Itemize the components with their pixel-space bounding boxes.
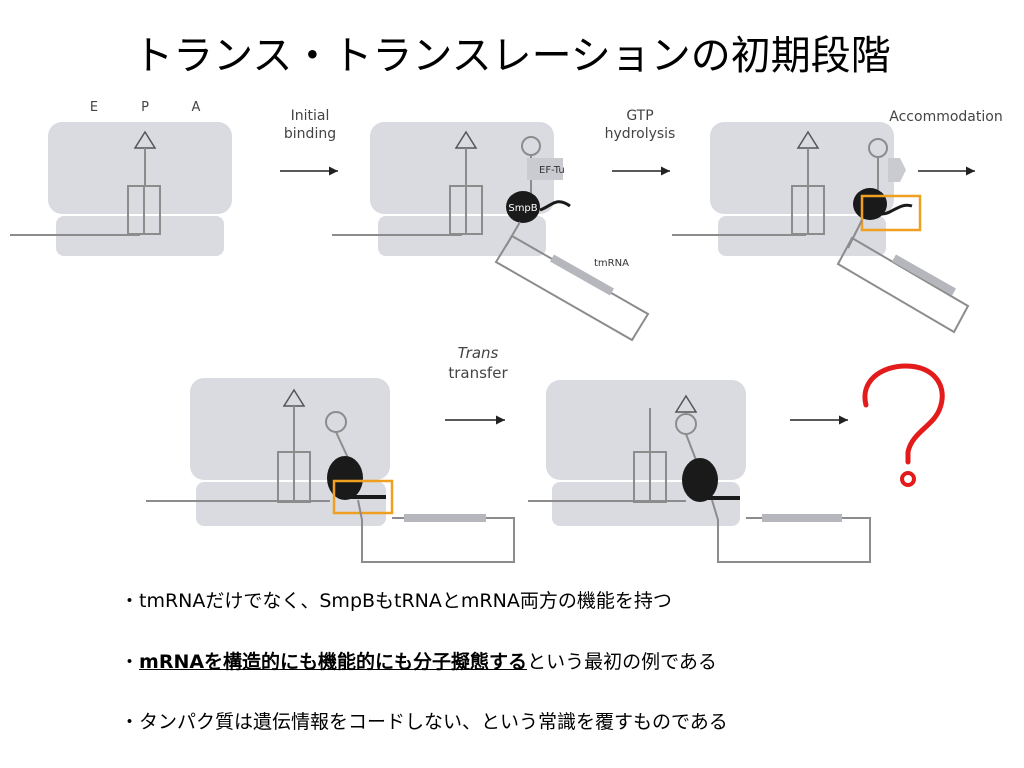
large-subunit bbox=[546, 380, 746, 480]
step-label-gtp: GTP bbox=[626, 108, 653, 124]
step-label-binding: binding bbox=[284, 126, 336, 142]
ribosome-panel-2: EF-Tu SmpB tmRNA bbox=[332, 122, 650, 342]
step-label-accommodation: Accommodation bbox=[889, 109, 1002, 125]
bullet-marker: ・ bbox=[120, 651, 140, 673]
ribosome-panel-5 bbox=[528, 380, 871, 563]
step-label-hydrolysis: hydrolysis bbox=[605, 126, 676, 142]
ef-tu-release-shape bbox=[888, 158, 906, 182]
tmrna-label: tmRNA bbox=[594, 258, 629, 269]
step-initial-binding: Initial binding bbox=[280, 108, 338, 176]
slide-title: トランス・トランスレーションの初期段階 bbox=[133, 33, 891, 79]
large-subunit bbox=[710, 122, 894, 214]
smpb-protein bbox=[682, 458, 718, 502]
large-subunit bbox=[190, 378, 390, 480]
smpb-protein bbox=[327, 456, 363, 500]
smpb-tail bbox=[539, 200, 571, 212]
ribosome-panel-1: E P A bbox=[10, 100, 232, 256]
bullet-rest-text: という最初の例である bbox=[527, 651, 717, 673]
highlight-box bbox=[860, 194, 922, 232]
highlight-box bbox=[332, 479, 394, 515]
tmrna-orf-bar bbox=[550, 254, 614, 296]
ef-tu-label: EF-Tu bbox=[539, 165, 565, 176]
site-label-a: A bbox=[192, 100, 201, 115]
tmrna-mld-loop bbox=[711, 499, 871, 563]
smpb-tail bbox=[881, 203, 913, 216]
bullet-emphasis-text: mRNAを構造的にも機能的にも分子擬態する bbox=[139, 651, 528, 673]
step-trans-transfer: Trans transfer bbox=[445, 344, 508, 425]
step-label-transfer: transfer bbox=[448, 364, 508, 382]
bullet-molecular-mimicry: ・mRNAを構造的にも機能的にも分子擬態するという最初の例である bbox=[120, 649, 717, 675]
tmrna-orf-bar bbox=[892, 254, 956, 296]
tmrna-mld-loop bbox=[836, 236, 970, 334]
smpb-protein bbox=[506, 191, 540, 223]
tmrna-mld-loop bbox=[357, 499, 515, 563]
ribosome-panel-3 bbox=[672, 122, 970, 334]
large-subunit bbox=[48, 122, 232, 214]
step-accommodation: Accommodation bbox=[889, 109, 1003, 176]
bullet-protein-paradigm: ・タンパク質は遺伝情報をコードしない、という常識を覆すものである bbox=[120, 711, 728, 733]
large-subunit bbox=[370, 122, 554, 214]
ef-tu-factor bbox=[527, 158, 563, 180]
translation-diagram: E P A Initial binding EF-Tu SmpB tmRNA G… bbox=[10, 100, 1003, 563]
smpb-protein bbox=[853, 188, 887, 220]
step-gtp-hydrolysis: GTP hydrolysis bbox=[605, 108, 676, 176]
step-label-trans: Trans bbox=[458, 344, 499, 362]
site-label-p: P bbox=[141, 100, 149, 115]
ribosome-panel-4 bbox=[146, 378, 515, 563]
site-label-e: E bbox=[90, 100, 98, 115]
smpb-label: SmpB bbox=[508, 203, 537, 214]
bullet-smpb-function: ・tmRNAだけでなく、SmpBもtRNAとmRNA両方の機能を持つ bbox=[120, 590, 672, 612]
step-label-initial: Initial bbox=[291, 108, 330, 124]
question-mark-icon bbox=[862, 363, 945, 487]
